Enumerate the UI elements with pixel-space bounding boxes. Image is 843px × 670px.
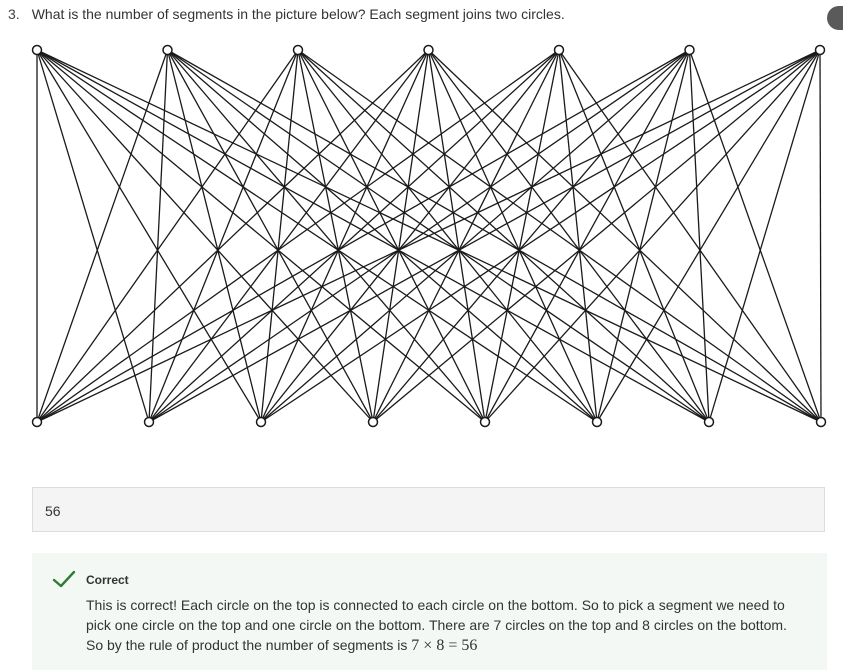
segment (36, 49, 690, 423)
feedback-text: This is correct! Each circle on the top … (86, 597, 787, 653)
segment (36, 49, 821, 423)
segment (148, 49, 430, 423)
segment (297, 49, 822, 423)
segment (372, 49, 560, 423)
bottom-circle (31, 416, 43, 428)
answer-input[interactable]: 56 (32, 487, 825, 532)
segment (427, 49, 486, 423)
segment (148, 49, 169, 423)
segment (36, 49, 598, 423)
segment (36, 49, 374, 423)
segment (36, 49, 150, 423)
top-circle (814, 44, 826, 56)
segment (428, 49, 822, 423)
segment (372, 49, 821, 423)
segment (484, 49, 691, 423)
top-circle (292, 44, 304, 56)
question-header: 3. What is the number of segments in the… (8, 6, 565, 22)
segment (484, 49, 560, 423)
segment (484, 49, 821, 423)
top-circle (162, 44, 173, 56)
feedback-panel: Correct This is correct! Each circle on … (32, 553, 827, 670)
segment (260, 49, 560, 423)
segment (148, 49, 690, 423)
scroll-indicator[interactable] (827, 6, 843, 30)
segment (166, 49, 374, 423)
segment (297, 49, 374, 423)
segment (260, 49, 821, 423)
segment (167, 49, 710, 423)
segments-group (36, 49, 822, 423)
bottom-circle (143, 416, 155, 428)
feedback-math: 7 × 8 = 56 (411, 637, 478, 654)
top-circle (423, 44, 434, 56)
segment (148, 49, 560, 423)
check-icon (52, 570, 76, 588)
segment (36, 49, 262, 423)
bottom-circle (815, 416, 827, 428)
segment (36, 49, 710, 423)
segment (36, 49, 560, 423)
segment (596, 49, 691, 423)
segment (297, 49, 710, 423)
segment (558, 49, 710, 423)
segment (427, 49, 598, 423)
question-text: What is the number of segments in the pi… (31, 6, 565, 22)
segment (372, 49, 430, 423)
feedback-explanation: This is correct! Each circle on the top … (86, 595, 806, 656)
segment (167, 49, 486, 423)
bottom-circle (703, 416, 715, 428)
segment (36, 49, 486, 423)
segment (260, 49, 299, 423)
segment (260, 49, 430, 423)
bipartite-figure (31, 44, 827, 428)
segment (36, 49, 299, 423)
segment (167, 49, 598, 423)
segment (148, 49, 299, 423)
top-circle (684, 44, 695, 56)
top-circle (553, 44, 565, 56)
bottom-circle (479, 416, 491, 428)
segment (688, 49, 822, 423)
top-circle (31, 44, 43, 56)
segment (36, 49, 429, 423)
segment (558, 49, 598, 423)
segment (819, 49, 822, 423)
segment (297, 49, 598, 423)
segment (427, 49, 710, 423)
bottom-circle (367, 416, 379, 428)
circles-group (31, 44, 827, 428)
segment (167, 49, 822, 423)
segment (260, 49, 690, 423)
segment (558, 49, 822, 423)
bottom-circle (255, 416, 267, 428)
bottom-circle (591, 416, 603, 428)
segment (166, 49, 262, 423)
segment (688, 49, 710, 423)
feedback-status: Correct (86, 573, 129, 587)
question-number: 3. (8, 6, 20, 22)
segment (372, 49, 690, 423)
answer-value: 56 (45, 503, 61, 519)
segment (596, 49, 821, 423)
segment (36, 49, 169, 423)
segment (708, 49, 821, 423)
segment (148, 49, 821, 423)
segment (297, 49, 486, 423)
